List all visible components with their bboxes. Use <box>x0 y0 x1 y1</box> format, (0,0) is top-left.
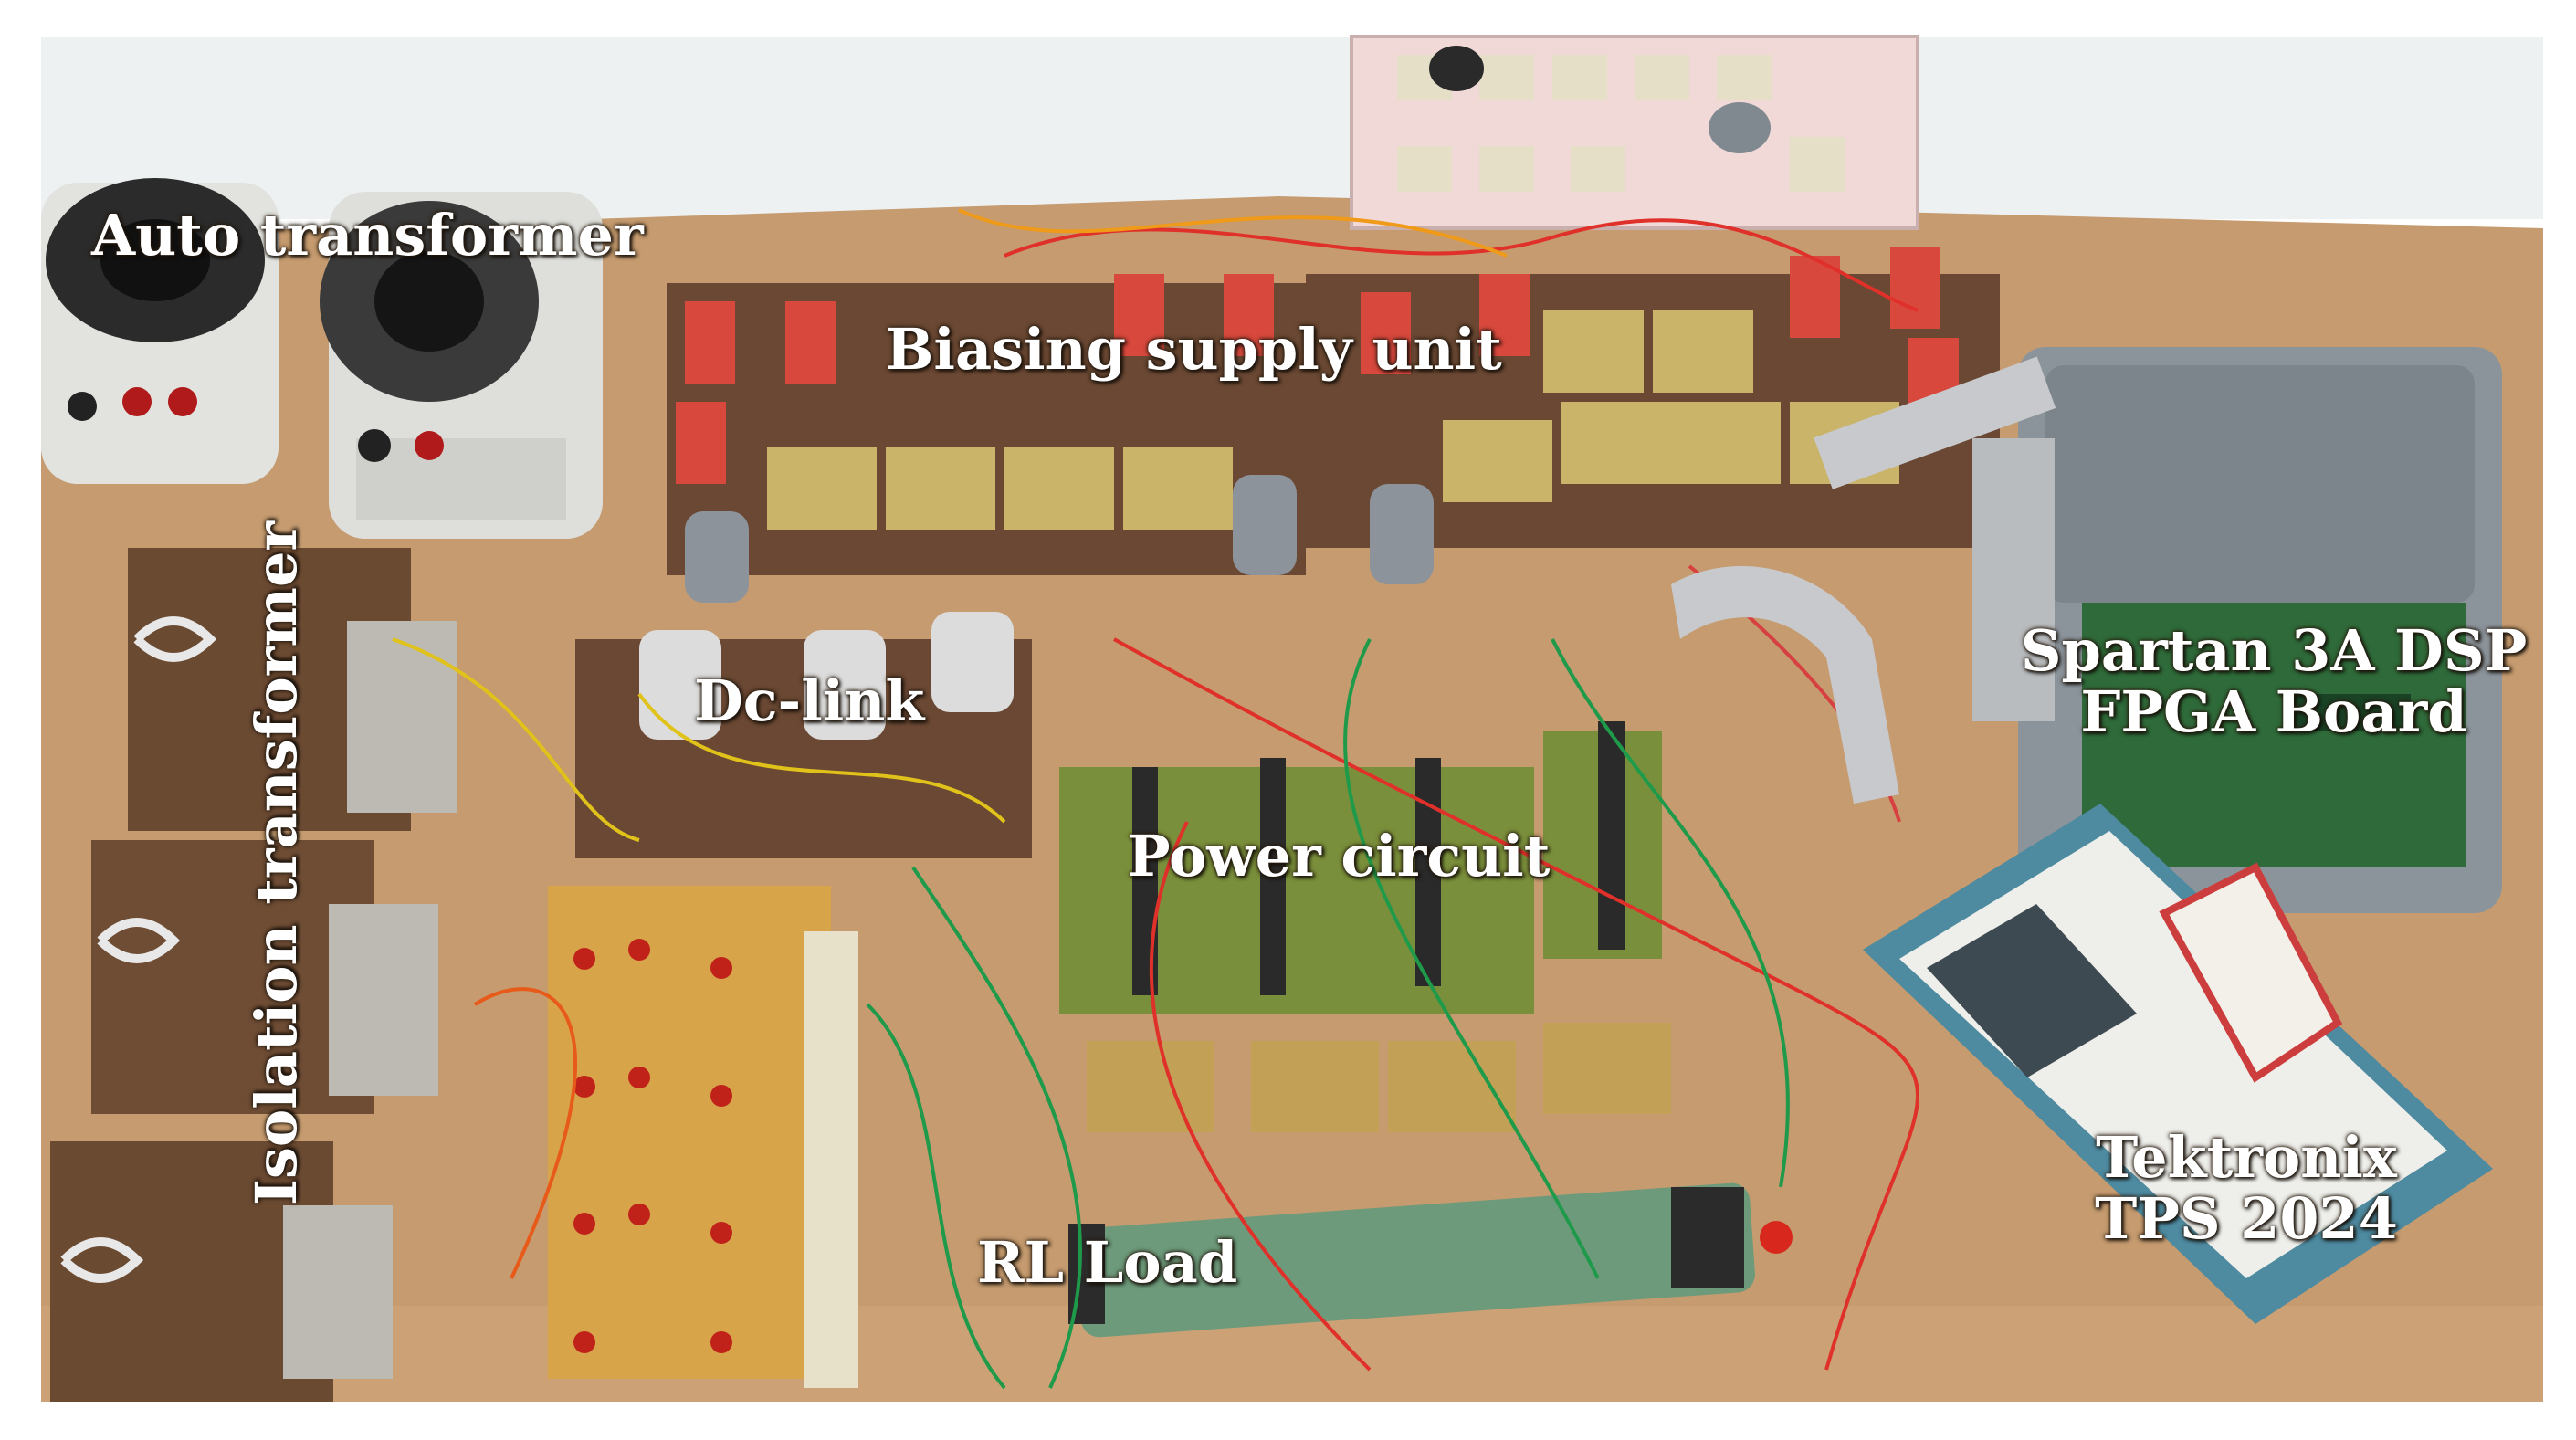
label-power-circuit: Power circuit <box>1128 823 1551 889</box>
biasing-supply-board <box>667 247 2000 603</box>
label-dc-link: Dc-link <box>694 667 925 734</box>
label-fpga-board-line1: Spartan 3A DSP <box>2020 617 2528 684</box>
auto-transformer-device <box>41 178 603 539</box>
wall-switch-board <box>1350 35 1919 230</box>
label-fpga-board-line2: FPGA Board <box>2080 678 2467 745</box>
power-circuit-board <box>1059 721 1671 1132</box>
label-oscilloscope-line1: Tektronix <box>2096 1124 2397 1191</box>
fpga-board-kit <box>1814 347 2502 913</box>
dc-link-board <box>575 612 1032 858</box>
label-isolation-transformer: Isolation transformer <box>243 520 310 1205</box>
label-rl-load: RL Load <box>977 1229 1238 1296</box>
label-biasing-supply-unit: Biasing supply unit <box>886 316 1502 383</box>
label-oscilloscope-line2: TPS 2024 <box>2095 1184 2398 1252</box>
ribbon-cable <box>1671 566 1899 804</box>
wall <box>41 37 2543 219</box>
label-oscilloscope: Tektronix TPS 2024 <box>2036 1124 2456 1252</box>
yellow-terminal-board <box>548 886 858 1388</box>
label-fpga-board: Spartan 3A DSP FPGA Board <box>2018 617 2529 745</box>
label-auto-transformer: Auto transformer <box>91 202 644 268</box>
oscilloscope-device <box>1863 804 2493 1324</box>
isolation-transformer-device <box>50 548 457 1402</box>
